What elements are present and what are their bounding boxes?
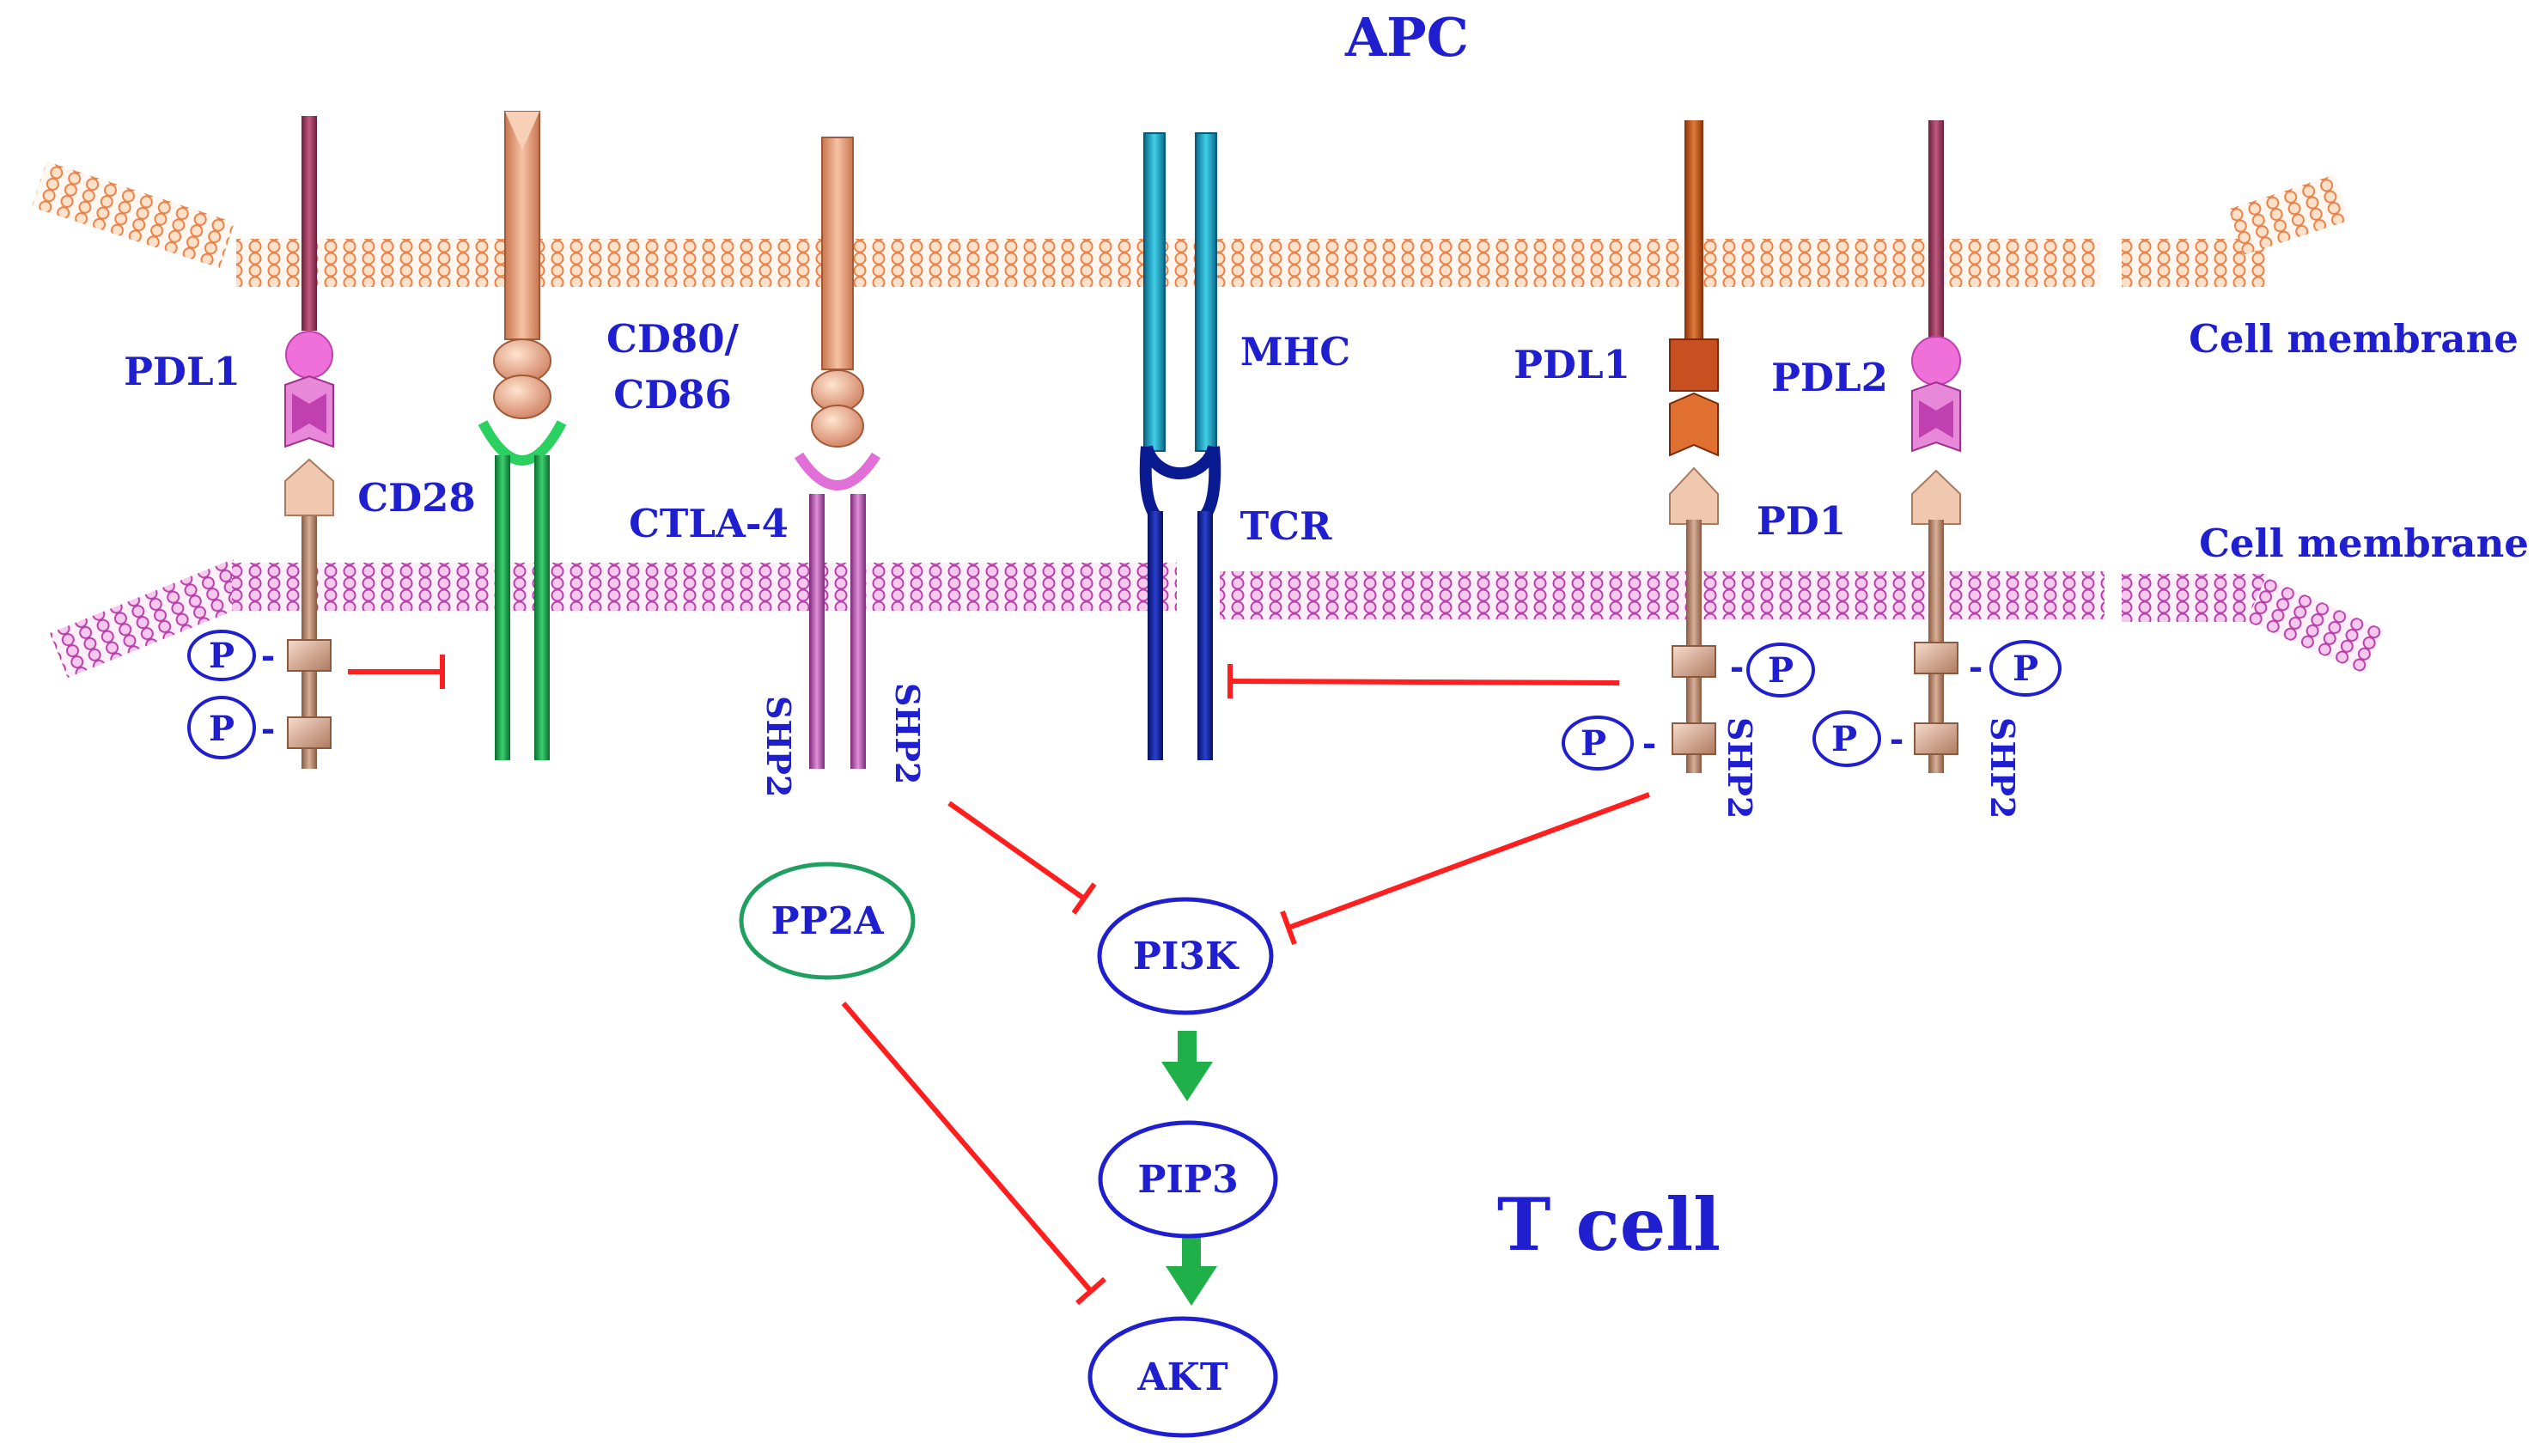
inhibit-pd1-pi3k [1280, 792, 1651, 946]
phospho-pd1b-2: P - [1812, 710, 1904, 767]
cd80-label-line2: CD86 [613, 372, 731, 417]
pdl1-right-ligand [1669, 120, 1719, 457]
node-akt: AKT [1087, 1316, 1278, 1438]
tcell-membrane [49, 558, 2384, 679]
phospho-label: P [1768, 650, 1794, 691]
ctla4-label: CTLA-4 [629, 501, 789, 546]
shp2-label-pd1: SHP2 [1721, 717, 1759, 819]
phospho-left-2: P - [187, 696, 276, 759]
node-pi3k: PI3K [1097, 897, 1274, 1015]
phospho-dash: - [261, 636, 276, 676]
cd28-receptor [478, 420, 567, 760]
apc-label: APC [1344, 6, 1469, 69]
cd80-cd86-ligand [493, 111, 551, 419]
pdl1-left-receptor [284, 116, 334, 769]
phospho-pd1b-1: - P [1969, 640, 2062, 697]
inhibit-pd1-tcr [1227, 664, 1620, 698]
t-cell-label: T cell [1497, 1182, 1721, 1267]
inhibit-ctla4-pi3k [947, 801, 1097, 915]
phospho-label: P [209, 709, 235, 749]
tcr-label: TCR [1240, 503, 1332, 549]
pdl2-ligand [1911, 120, 1961, 453]
phospho-dash: - [261, 709, 276, 749]
tcell-membrane-label: Cell membrane [2199, 521, 2529, 566]
pdl2-label: PDL2 [1771, 355, 1888, 400]
phospho-dash: - [1969, 647, 1983, 687]
activate-pi3k-pip3 [1161, 1031, 1213, 1101]
phospho-left-1: P - [187, 630, 276, 681]
shp2-label-ctla4-left: SHP2 [759, 696, 798, 797]
phospho-label: P [209, 636, 235, 676]
phospho-pd1-1: - P [1730, 643, 1815, 698]
cd80-cd86-ligand-2 [811, 137, 864, 448]
node-pp2a: PP2A [739, 862, 916, 980]
phospho-pd1-2: P - [1562, 716, 1657, 771]
tcr-receptor [1139, 445, 1221, 760]
ctla4-receptor [794, 452, 881, 769]
pp2a-label: PP2A [771, 899, 885, 943]
apc-membrane [31, 161, 2350, 287]
phospho-dash: - [1890, 719, 1904, 759]
phospho-dash: - [1642, 723, 1657, 764]
pdl1-left-label: PDL1 [124, 349, 241, 394]
phospho-label: P [2013, 649, 2038, 689]
cd28-label: CD28 [357, 475, 475, 521]
node-pip3: PIP3 [1098, 1120, 1278, 1239]
inhibit-pp2a-akt [841, 1002, 1106, 1306]
pdl1-right-label: PDL1 [1514, 342, 1630, 387]
activate-pip3-akt [1166, 1237, 1217, 1306]
mhc-label: MHC [1240, 329, 1350, 375]
phospho-label: P [1581, 723, 1606, 764]
akt-label: AKT [1136, 1355, 1227, 1399]
mhc-molecule [1143, 132, 1217, 452]
shp2-label-pd1-2: SHP2 [1983, 717, 2022, 819]
pd1-label: PD1 [1757, 498, 1846, 544]
pi3k-label: PI3K [1133, 935, 1240, 978]
cd80-label-line1: CD80/ [606, 316, 739, 362]
apc-membrane-label: Cell membrane [2189, 316, 2519, 362]
phospho-dash: - [1730, 647, 1745, 687]
phospho-label: P [1831, 719, 1857, 759]
shp2-label-ctla4-right: SHP2 [888, 683, 927, 784]
pd1-receptor-2 [1911, 469, 1961, 773]
pip3-label: PIP3 [1137, 1158, 1238, 1202]
inhibit-pdl1-cd28 [348, 655, 445, 689]
pd1-receptor [1669, 466, 1719, 773]
